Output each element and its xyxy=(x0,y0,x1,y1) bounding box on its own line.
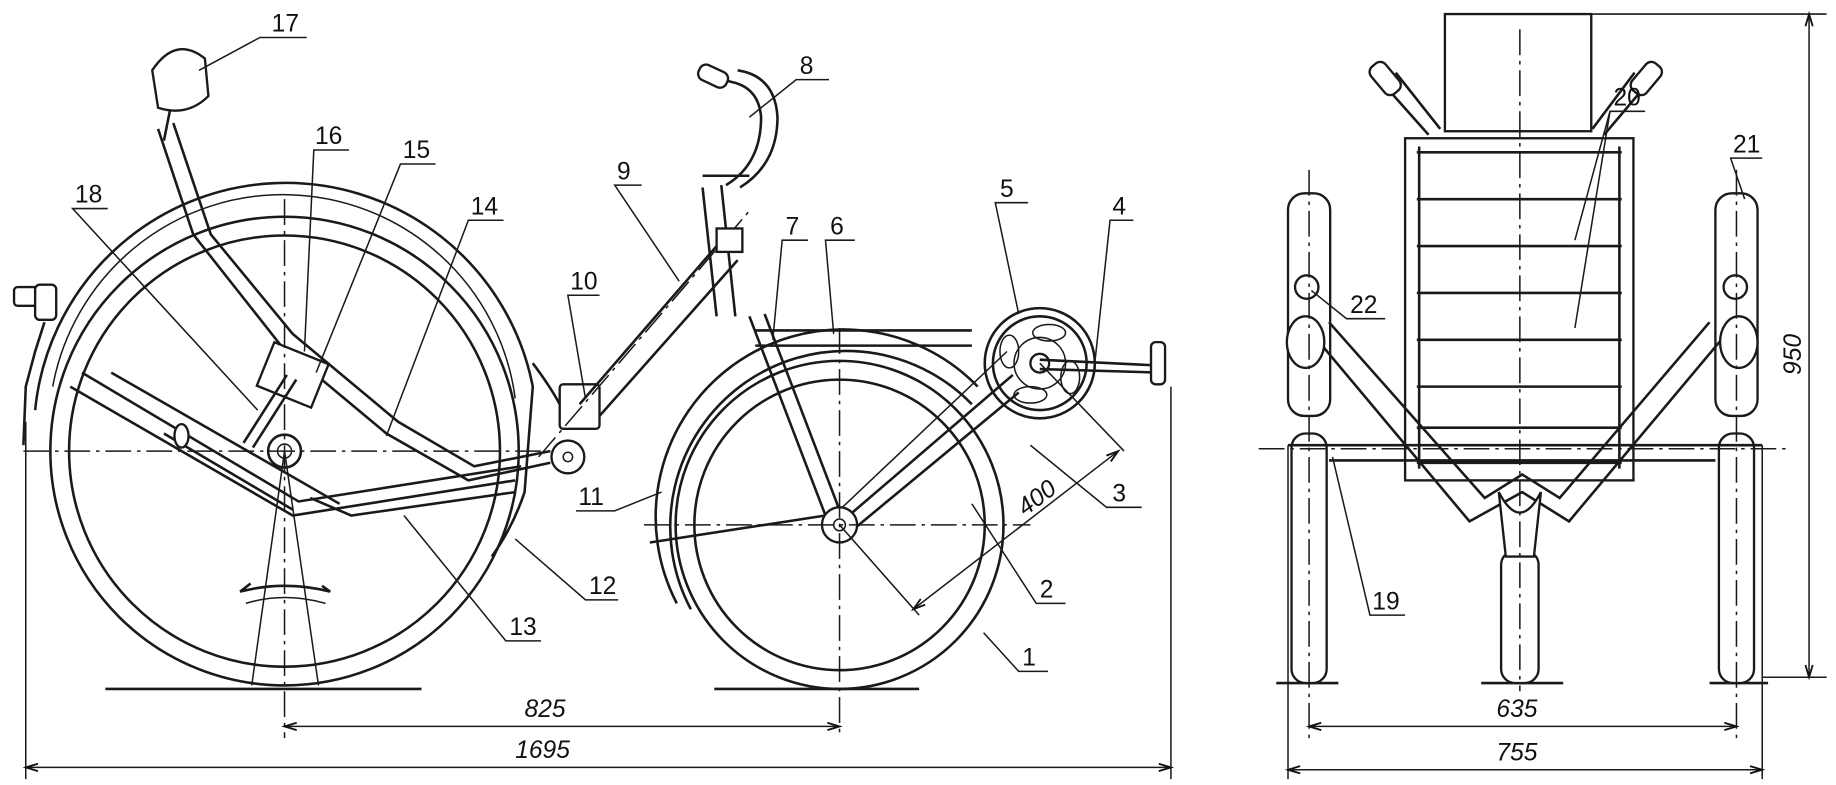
dim-825: 825 xyxy=(525,696,566,723)
label-21: 21 xyxy=(1733,131,1760,158)
dim-950: 950 xyxy=(1780,334,1807,375)
seat-back-top xyxy=(1443,12,1593,133)
label-12: 12 xyxy=(589,573,616,600)
dim-755: 755 xyxy=(1496,739,1537,766)
dim-1695: 1695 xyxy=(515,737,570,764)
pedal-crank xyxy=(1039,340,1167,386)
label-20: 20 xyxy=(1614,84,1641,111)
label-2: 2 xyxy=(1040,577,1054,604)
dim-635: 635 xyxy=(1496,696,1537,723)
label-16: 16 xyxy=(315,123,342,150)
label-13: 13 xyxy=(509,614,536,641)
drive-bracket xyxy=(531,362,601,475)
label-3: 3 xyxy=(1112,480,1126,507)
label-15: 15 xyxy=(403,137,430,164)
leader-lines xyxy=(70,36,1142,673)
front-wheel xyxy=(654,328,1005,691)
dimension-length: 825 1695 xyxy=(26,386,1171,780)
label-1: 1 xyxy=(1022,644,1036,671)
rotation-arrow-icon xyxy=(239,582,331,593)
dim-400: 400 xyxy=(1013,475,1062,521)
right-axle-nut xyxy=(1722,274,1749,300)
headrest xyxy=(150,48,210,141)
label-22: 22 xyxy=(1350,292,1377,319)
label-17: 17 xyxy=(272,11,299,38)
front-leader-lines xyxy=(1310,110,1763,616)
label-8: 8 xyxy=(800,53,814,80)
rear-light xyxy=(12,283,58,446)
label-14: 14 xyxy=(471,193,498,220)
label-11: 11 xyxy=(578,484,604,511)
label-5: 5 xyxy=(1000,176,1014,203)
label-9: 9 xyxy=(617,158,631,185)
main-tube xyxy=(538,210,750,458)
label-4: 4 xyxy=(1112,193,1126,220)
label-10: 10 xyxy=(570,268,597,295)
label-19: 19 xyxy=(1372,588,1399,615)
side-view: 400 825 1695 xyxy=(12,11,1171,780)
front-view: 635 755 950 20 21 22 19 xyxy=(1258,12,1827,780)
left-axle-nut xyxy=(1293,274,1320,300)
seat-bracket xyxy=(255,340,331,410)
label-18: 18 xyxy=(75,182,102,209)
handlebar xyxy=(696,63,779,317)
seat-frame xyxy=(69,122,551,517)
label-7: 7 xyxy=(786,213,800,240)
label-6: 6 xyxy=(830,213,844,240)
